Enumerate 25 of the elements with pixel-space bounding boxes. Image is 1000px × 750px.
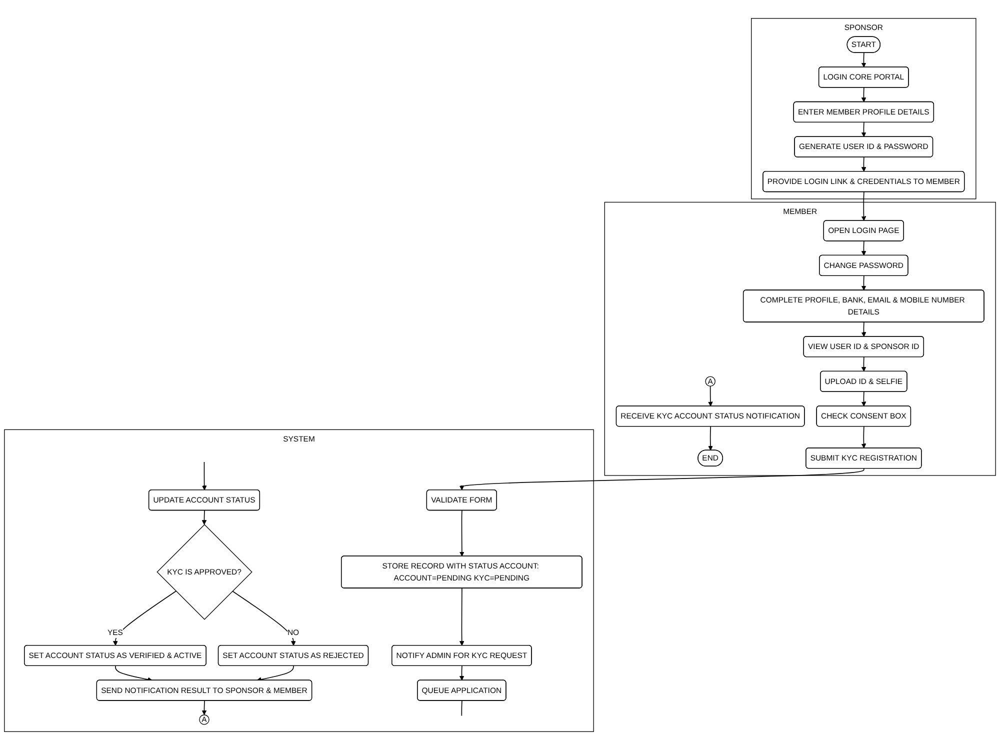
arrow <box>115 666 152 682</box>
arrow <box>459 468 864 490</box>
arrow <box>861 52 866 68</box>
arrow <box>861 391 866 406</box>
arrow <box>232 590 296 646</box>
arrow <box>202 700 207 716</box>
arrow <box>861 356 866 372</box>
arrow <box>861 156 866 172</box>
connector <box>461 700 462 716</box>
arrow <box>459 588 464 646</box>
arrow <box>708 426 713 451</box>
arrow <box>861 276 866 290</box>
arrow <box>459 510 464 556</box>
arrow <box>202 462 207 490</box>
arrow <box>459 666 464 681</box>
arrow <box>861 240 866 256</box>
arrow <box>861 122 866 138</box>
arrow <box>861 192 866 221</box>
arrow <box>708 386 713 406</box>
arrow <box>861 322 866 337</box>
arrow <box>861 87 866 102</box>
arrow <box>202 510 207 525</box>
arrow <box>256 666 294 682</box>
arrow <box>112 590 176 646</box>
arrow <box>861 426 866 448</box>
